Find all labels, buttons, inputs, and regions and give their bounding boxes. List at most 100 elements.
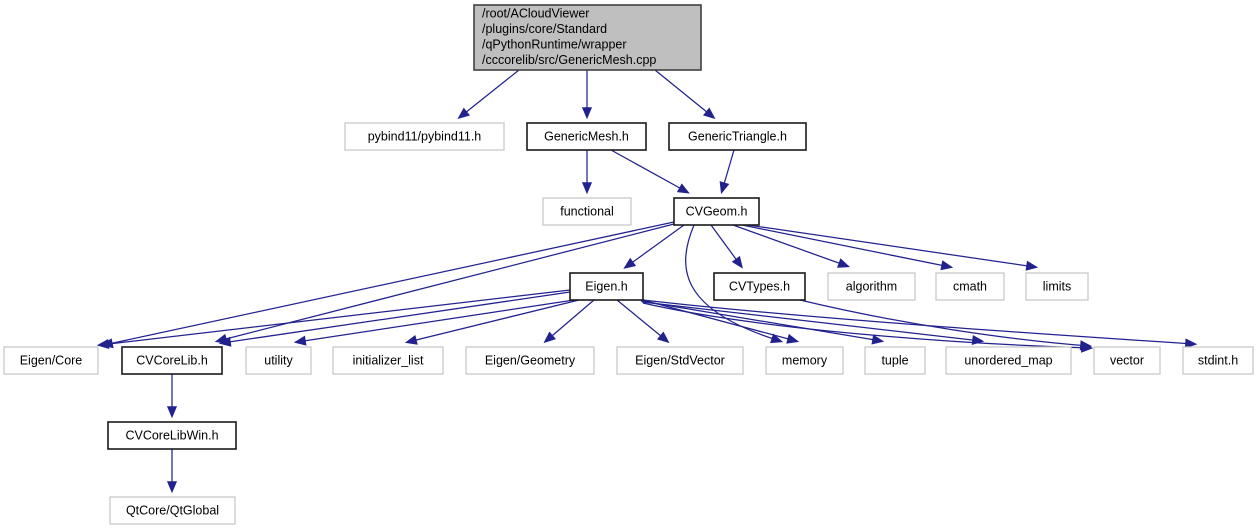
node-hit-area[interactable] [936, 273, 1004, 300]
node-hit-area[interactable] [527, 123, 646, 150]
node-box[interactable] [673, 197, 760, 226]
node-hit-area[interactable] [466, 347, 594, 374]
node-box[interactable] [668, 122, 807, 151]
node-pybind11[interactable]: pybind11/pybind11.h [344, 122, 505, 151]
node-box[interactable] [107, 421, 237, 450]
node-box[interactable] [526, 122, 647, 151]
node-generictriangle[interactable]: GenericTriangle.h [668, 122, 807, 151]
node-label: CVCoreLib.h [136, 353, 208, 367]
node-utility[interactable]: utility [245, 346, 312, 375]
node-label: QtCore/QtGlobal [126, 503, 219, 517]
node-eigencore[interactable]: Eigen/Core [3, 346, 99, 375]
node-label: memory [782, 353, 828, 367]
edge-cvtypes-to-vector [799, 299, 1093, 351]
node-label: tuple [881, 353, 908, 367]
node-hit-area[interactable] [1026, 273, 1088, 300]
node-eigenstdvector[interactable]: Eigen/StdVector [616, 346, 744, 375]
node-label: GenericMesh.h [544, 129, 629, 143]
edge-arrowhead [1025, 260, 1039, 271]
node-cvgeom[interactable]: CVGeom.h [673, 197, 760, 226]
node-tuple[interactable]: tuple [864, 346, 926, 375]
node-memory[interactable]: memory [765, 346, 844, 375]
edge-arrowhead [293, 335, 307, 346]
edge-eigenh-to-eigengeometry [543, 299, 595, 344]
node-root[interactable]: /root/ACloudViewer/plugins/core/Standard… [473, 4, 702, 71]
node-functional[interactable]: functional [542, 197, 632, 226]
node-hit-area[interactable] [828, 273, 915, 300]
edge-arrowhead [581, 182, 593, 195]
node-box[interactable] [713, 272, 806, 301]
edge-line [685, 224, 781, 342]
edge-arrowhead [166, 406, 178, 419]
node-eigenh[interactable]: Eigen.h [569, 272, 644, 301]
node-label-line: /root/ACloudViewer [482, 7, 589, 21]
node-vector[interactable]: vector [1093, 346, 1161, 375]
edge-arrowhead [166, 481, 178, 494]
edge-eigenh-to-unorderedmap [641, 301, 985, 346]
node-box[interactable] [569, 272, 644, 301]
node-hit-area[interactable] [617, 347, 743, 374]
node-hit-area[interactable] [122, 347, 222, 374]
node-box[interactable] [473, 4, 702, 71]
node-box[interactable] [1025, 272, 1089, 301]
node-hit-area[interactable] [345, 123, 504, 150]
node-hit-area[interactable] [674, 198, 759, 225]
node-box[interactable] [864, 346, 926, 375]
node-box[interactable] [245, 346, 312, 375]
edge-line [654, 69, 714, 118]
node-box[interactable] [3, 346, 99, 375]
node-box[interactable] [945, 346, 1072, 375]
node-hit-area[interactable] [246, 347, 311, 374]
node-limits[interactable]: limits [1025, 272, 1089, 301]
node-hit-area[interactable] [110, 497, 235, 524]
node-cvcorelibwin[interactable]: CVCoreLibWin.h [107, 421, 237, 450]
node-hit-area[interactable] [333, 347, 443, 374]
edge-root-to-generictriangle [654, 69, 716, 120]
edge-line [545, 299, 595, 342]
edge-generictriangle-to-cvgeom [719, 149, 735, 195]
node-label: stdint.h [1198, 353, 1238, 367]
node-box[interactable] [765, 346, 844, 375]
node-hit-area[interactable] [108, 422, 236, 449]
node-box[interactable] [542, 197, 632, 226]
node-box[interactable] [109, 496, 236, 525]
node-qtglobal[interactable]: QtCore/QtGlobal [109, 496, 236, 525]
node-initializerlist[interactable]: initializer_list [332, 346, 444, 375]
node-box[interactable] [121, 346, 223, 375]
edge-arrowhead [731, 255, 743, 269]
edge-root-to-genericmesh [581, 70, 593, 120]
node-genericmesh[interactable]: GenericMesh.h [526, 122, 647, 151]
node-box[interactable] [1182, 346, 1254, 375]
node-hit-area[interactable] [714, 273, 805, 300]
node-hit-area[interactable] [1094, 347, 1160, 374]
node-box[interactable] [332, 346, 444, 375]
node-hit-area[interactable] [1183, 347, 1253, 374]
node-box[interactable] [935, 272, 1005, 301]
edge-eigenh-to-cvcorelib [218, 291, 571, 347]
node-hit-area[interactable] [543, 198, 631, 225]
node-box[interactable] [344, 122, 505, 151]
node-hit-area[interactable] [766, 347, 843, 374]
node-eigengeometry[interactable]: Eigen/Geometry [465, 346, 595, 375]
edge-line [641, 301, 982, 342]
node-hit-area[interactable] [669, 123, 806, 150]
node-hit-area[interactable] [946, 347, 1071, 374]
edge-arrowhead [543, 331, 556, 344]
node-hit-area[interactable] [474, 5, 701, 70]
node-box[interactable] [1093, 346, 1161, 375]
node-cvtypes[interactable]: CVTypes.h [713, 272, 806, 301]
node-box[interactable] [827, 272, 916, 301]
node-hit-area[interactable] [4, 347, 98, 374]
node-algorithm[interactable]: algorithm [827, 272, 916, 301]
node-cmath[interactable]: cmath [935, 272, 1005, 301]
node-box[interactable] [465, 346, 595, 375]
node-unorderedmap[interactable]: unordered_map [945, 346, 1072, 375]
node-box[interactable] [616, 346, 744, 375]
node-hit-area[interactable] [865, 347, 925, 374]
node-hit-area[interactable] [570, 273, 643, 300]
node-label: Eigen/StdVector [635, 353, 725, 367]
node-cvcorelib[interactable]: CVCoreLib.h [121, 346, 223, 375]
node-stdint[interactable]: stdint.h [1182, 346, 1254, 375]
